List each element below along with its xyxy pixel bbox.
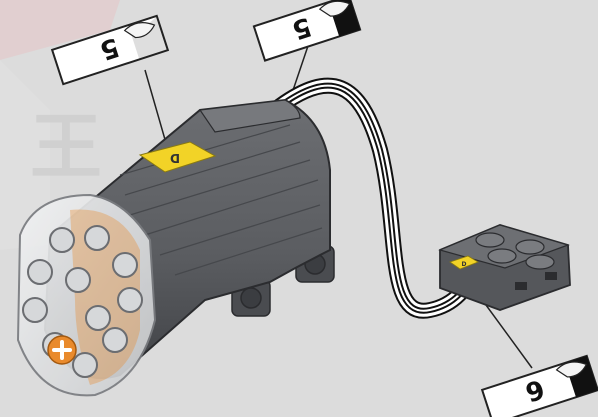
receiver-tag-label: D	[462, 261, 467, 268]
orange-axle-output	[48, 336, 76, 364]
watermark-glyph: 王	[30, 105, 102, 189]
motor-tag-label: D	[170, 151, 180, 165]
